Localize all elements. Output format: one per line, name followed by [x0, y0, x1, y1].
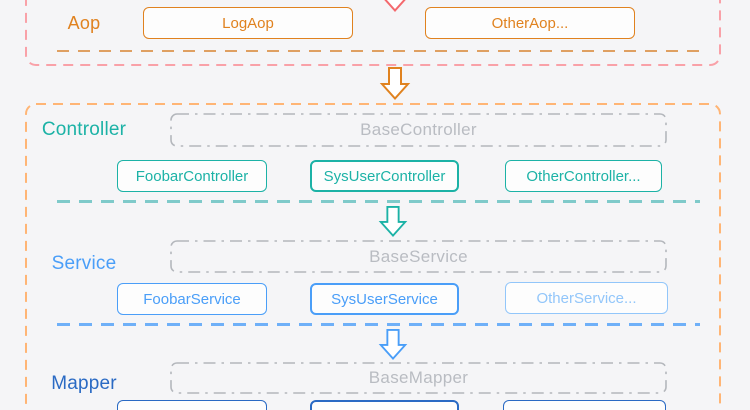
- other-controller-box: OtherController...: [505, 160, 662, 192]
- mapper-box: [503, 400, 666, 410]
- base-service-box: BaseService: [170, 240, 667, 273]
- dash-dot-border: [170, 113, 667, 147]
- logaop-box: LogAop: [143, 7, 353, 39]
- base-controller-box: BaseController: [170, 113, 667, 147]
- controller-layer-label: Controller: [41, 119, 127, 140]
- foobar-service-box: FoobarService: [117, 283, 267, 315]
- mapper-box: [310, 400, 459, 410]
- controller-separator-line: [57, 200, 700, 203]
- other-service-box: OtherService...: [505, 282, 668, 314]
- service-layer-label: Service: [51, 253, 117, 274]
- aop-layer-label: Aop: [67, 12, 101, 33]
- aop-separator-line: [57, 50, 700, 52]
- dash-dot-border: [170, 240, 667, 273]
- down-arrow-icon: [379, 67, 411, 100]
- base-controller-label: BaseController: [360, 120, 477, 139]
- base-mapper-label: BaseMapper: [368, 368, 469, 387]
- foobar-controller-box: FoobarController: [117, 160, 267, 192]
- service-separator-line: [57, 323, 700, 326]
- sysuser-service-box: SysUserService: [310, 283, 459, 315]
- otheraop-box: OtherAop...: [425, 7, 635, 39]
- sysuser-controller-box: SysUserController: [310, 160, 459, 192]
- down-arrow-icon: [378, 206, 408, 237]
- dash-dot-border: [170, 362, 667, 394]
- mapper-layer-label: Mapper: [51, 373, 117, 394]
- mapper-box: [117, 400, 267, 410]
- base-mapper-box: BaseMapper: [170, 362, 667, 394]
- down-arrow-icon: [384, 0, 406, 12]
- down-arrow-icon: [378, 329, 408, 360]
- base-service-label: BaseService: [369, 246, 468, 266]
